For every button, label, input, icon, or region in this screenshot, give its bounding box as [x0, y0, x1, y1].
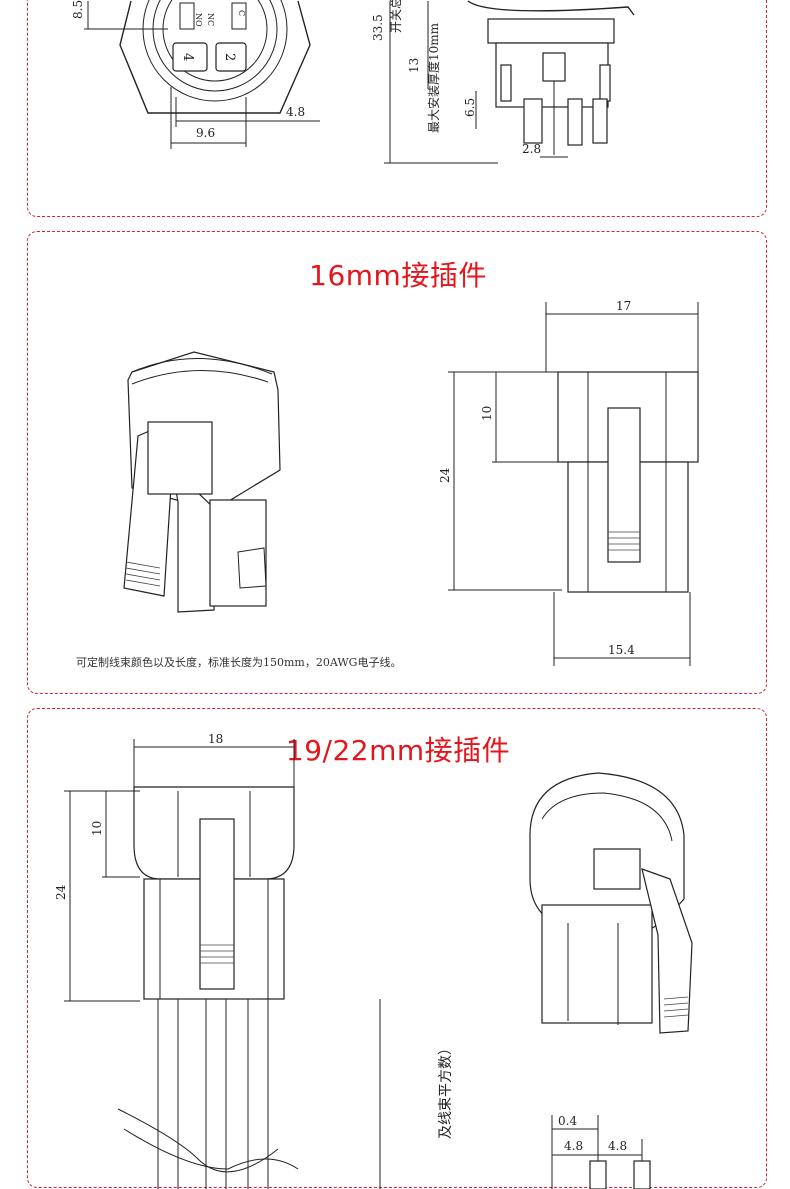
dim-4-8: 4.8	[286, 105, 305, 119]
panel-16mm-connector: 16mm接插件	[27, 231, 767, 694]
label-total-length: 开关总长	[389, 0, 403, 33]
dim-33-5: 33.5	[371, 14, 385, 41]
dim-9-6: 9.6	[196, 126, 215, 140]
connector-19-22mm-isometric	[529, 772, 693, 1034]
dim-19-22mm-10: 10	[90, 821, 104, 836]
dim-6-5: 6.5	[463, 98, 477, 117]
dim-19-22mm-24: 24	[54, 884, 68, 900]
panel-19-22mm-connector: 19/22mm接插件	[27, 708, 767, 1189]
dim-16mm-17: 17	[616, 299, 631, 313]
cable-gauge-text: 及线束平方数）	[438, 1041, 454, 1139]
connector-16mm-isometric	[123, 351, 281, 613]
dim-13: 13	[407, 58, 421, 73]
cable-customization-note: 可定制线束颜色以及长度，标准长度为150mm，20AWG电子线。	[76, 656, 402, 669]
dim-8-5: 8.5	[71, 0, 85, 19]
switch-side-view: 33.5 开关总长 13 最大安装厚度10mm 6.5 2.8	[371, 0, 635, 164]
connector-19-22mm-front-view	[117, 786, 299, 1189]
drawing-19-22mm-connector: 18 10 24 及线束平方数）	[54, 732, 693, 1189]
dim-pin-4-8-left: 4.8	[564, 1139, 583, 1153]
top-technical-drawing: 4 2 NO NC C 8.5 4.8 9.6 33.5 开关总长	[71, 0, 635, 164]
dim-19-22mm-18: 18	[208, 732, 223, 746]
dim-16mm-10: 10	[480, 406, 494, 421]
dim-16mm-24: 24	[438, 467, 452, 483]
top-drawing-panel: 4 2 NO NC C 8.5 4.8 9.6 33.5 开关总长	[27, 0, 767, 217]
switch-front-view: 4 2 NO NC C 8.5 4.8 9.6	[71, 0, 320, 149]
dim-16mm-15-4: 15.4	[608, 643, 635, 657]
dim-pin-4-8-right: 4.8	[608, 1139, 627, 1153]
title-16mm-connector: 16mm接插件	[309, 259, 487, 292]
terminal-2-label: 2	[222, 53, 237, 61]
terminal-4-label: 4	[180, 53, 195, 61]
terminal-nc-label: NC	[206, 13, 215, 26]
terminal-c-label: C	[237, 10, 246, 16]
terminal-no-label: NO	[194, 13, 203, 27]
title-19-22mm-connector: 19/22mm接插件	[285, 734, 511, 767]
drawing-16mm-connector: 17 10 24 15.4	[123, 299, 699, 666]
label-max-thickness: 最大安装厚度10mm	[426, 22, 441, 133]
dim-2-8: 2.8	[522, 142, 541, 156]
dim-pin-0-4: 0.4	[558, 1114, 577, 1128]
connector-16mm-front-view	[557, 371, 699, 593]
